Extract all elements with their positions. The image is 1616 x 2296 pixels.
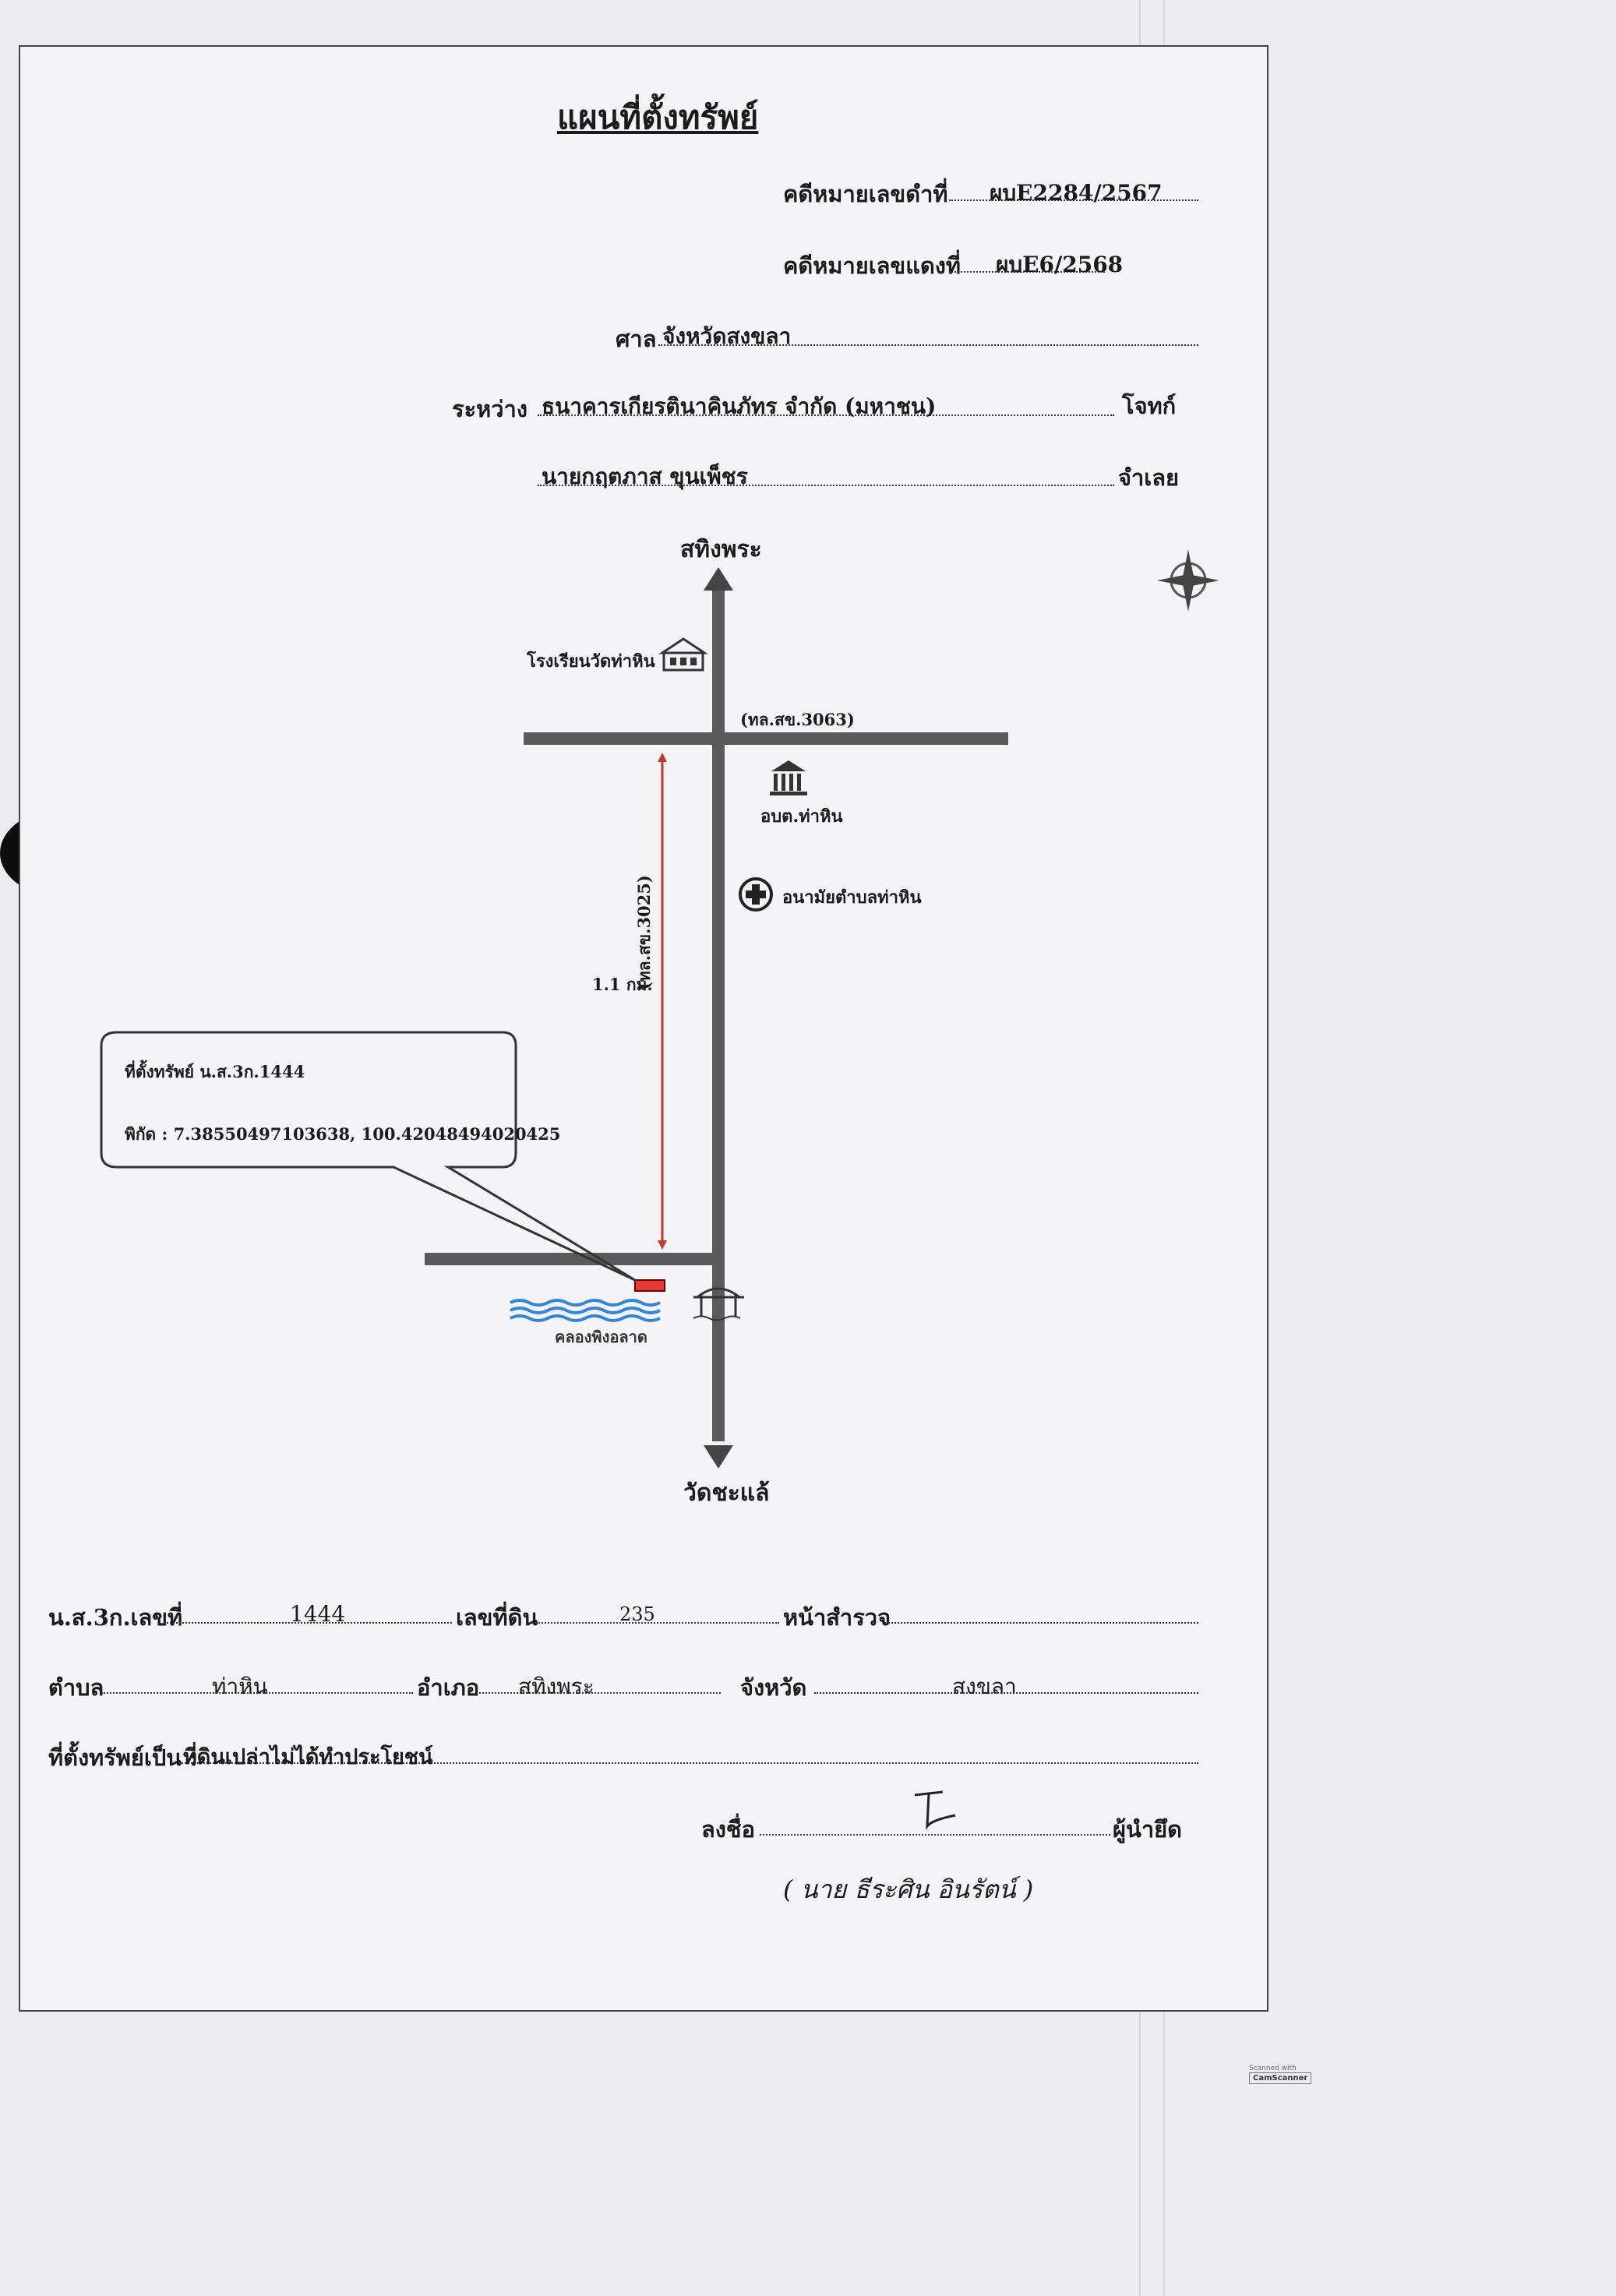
court-label: ศาล (616, 326, 657, 352)
canal (510, 1299, 661, 1322)
property-type-value: ที่ดินเปล่าไม่ได้ทำประโยชน์ (183, 1745, 433, 1769)
plaintiff-role: โจทก์ (1122, 393, 1177, 419)
dotted-line (760, 1834, 1110, 1836)
bridge-icon (693, 1287, 744, 1321)
scanner-badge-app: CamScanner (1249, 2072, 1312, 2084)
dotted-line (538, 485, 1114, 486)
north-arrow-head (704, 567, 733, 591)
case-red-label: คดีหมายเลขแดงที่ (783, 252, 961, 279)
defendant-role: จำเลย (1118, 464, 1179, 491)
dotted-line (101, 1692, 413, 1694)
south-destination: วัดชะแล้ (683, 1480, 770, 1507)
dotted-line (538, 414, 1114, 416)
case-black-value: ผบE2284/2567 (990, 180, 1163, 206)
signature-mark (914, 1790, 956, 1830)
plaintiff-name: ธนาคารเกียรตินาคินภัทร จำกัด (มหาชน) (542, 393, 937, 419)
scanner-badge: Scanned with CamScanner (1249, 2065, 1312, 2084)
main-road-vertical (712, 580, 725, 1441)
compass-rose-icon (1157, 549, 1219, 612)
page-title: แผนที่ตั้งทรัพย์ (557, 98, 759, 136)
land-no-label: เลขที่ดิน (456, 1604, 538, 1631)
school-label: โรงเรียนวัดท่าหิน (527, 651, 655, 672)
signature-label: ลงชื่อ (701, 1816, 756, 1843)
north-destination: สทิงพระ (680, 536, 762, 563)
road-3063-label: (ทล.สข.3063) (740, 710, 855, 729)
health-center-label: อนามัยตำบลท่าหิน (782, 887, 922, 908)
survey-page-label: หน้าสำรวจ (783, 1604, 891, 1631)
distance-label: 1.1 กม. (592, 975, 653, 994)
dotted-line (479, 1692, 721, 1694)
property-type-label: ที่ตั้งทรัพย์เป็น : (48, 1744, 198, 1771)
tambon-value: ท่าหิน (212, 1674, 268, 1699)
case-red-value: ผบE6/2568 (996, 252, 1124, 277)
court-value: จังหวัดสงขลา (662, 323, 792, 349)
dotted-line (179, 1762, 1198, 1764)
callout-title: ที่ตั้งทรัพย์ น.ส.3ก.1444 (125, 1062, 305, 1081)
health-center-icon (739, 877, 773, 912)
dotted-line (949, 199, 1198, 201)
callout-bubble (100, 1031, 636, 1282)
amphoe-value: สทิงพระ (518, 1674, 595, 1699)
case-black-label: คดีหมายเลขดำที่ (783, 181, 948, 207)
dotted-line (530, 1622, 779, 1624)
school-icon (658, 637, 708, 672)
callout-coordinates: พิกัด : 7.38550497103638, 100.4204849402… (125, 1124, 561, 1144)
between-label: ระหว่าง (452, 396, 527, 422)
doc-no-label: น.ส.3ก.เลขที่ (48, 1604, 183, 1631)
land-no-value: 235 (619, 1603, 655, 1625)
tambon-label: ตำบล (48, 1674, 104, 1701)
seizure-leader-role: ผู้นำยึด (1113, 1816, 1182, 1843)
amphoe-label: อำเภอ (417, 1674, 480, 1701)
defendant-name: นายกฤตภาส ขุนเพ็ชร (542, 464, 748, 489)
dotted-line (658, 344, 1198, 346)
dotted-line (164, 1622, 452, 1624)
dotted-line (949, 271, 1105, 273)
dotted-line (814, 1692, 1198, 1694)
obt-label: อบต.ท่าหิน (760, 806, 843, 827)
province-label: จังหวัด (740, 1674, 807, 1701)
government-building-icon (770, 760, 807, 795)
signer-name: ( นาย ธีระศิน อินรัตน์ ) (783, 1875, 1034, 1904)
road-3063 (524, 732, 1008, 745)
scanner-badge-caption: Scanned with (1249, 2065, 1297, 2072)
canal-label: คลองพิงอลาด (555, 1328, 647, 1346)
doc-no-value: 1444 (290, 1601, 346, 1627)
side-road (425, 1253, 721, 1265)
document-sheet (19, 45, 1268, 2012)
province-value: สงขลา (952, 1674, 1017, 1699)
dotted-line (884, 1622, 1198, 1624)
road-3025-label: (ทล.สข.3025) (634, 875, 654, 989)
property-marker (634, 1279, 665, 1292)
south-arrow-head (704, 1445, 733, 1469)
